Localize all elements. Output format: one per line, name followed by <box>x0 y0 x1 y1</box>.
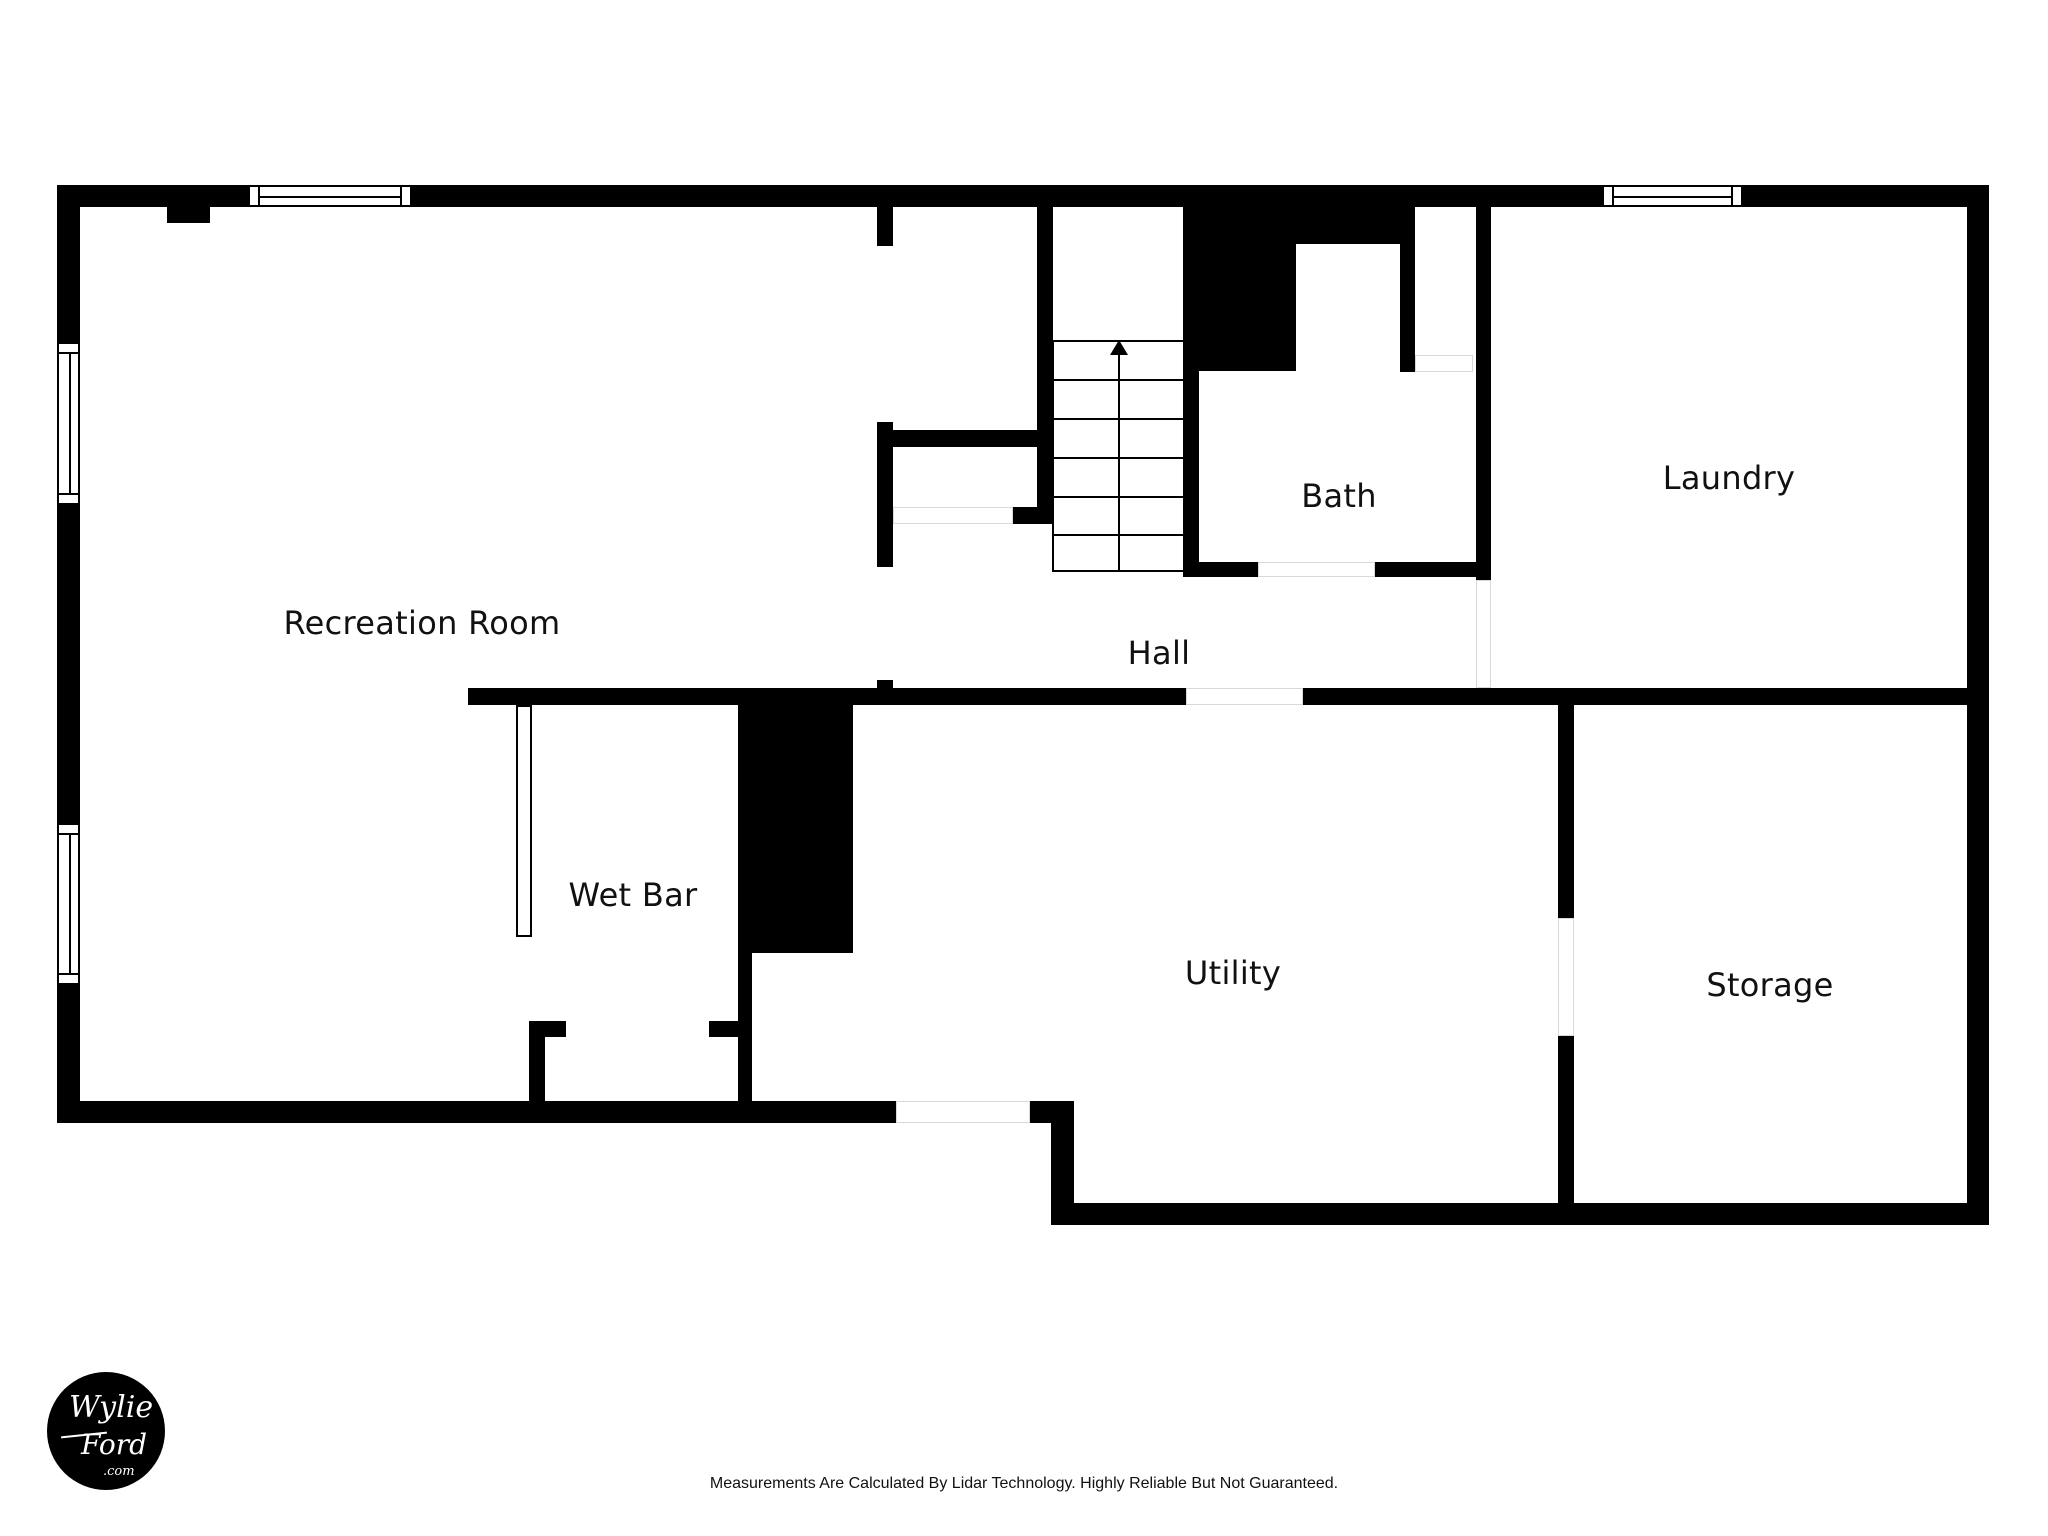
logo-line-3: .com <box>103 1464 135 1479</box>
stairs <box>1052 340 1183 572</box>
window-rec-left-upper <box>57 342 80 505</box>
wet-bar-right-stub <box>709 1021 739 1037</box>
closet-divider <box>893 430 1037 447</box>
bath-upper-block <box>1183 196 1415 244</box>
window-laundry-top <box>1602 185 1743 207</box>
room-label-laundry: Laundry <box>1662 459 1796 497</box>
wall-right <box>1967 185 1989 1225</box>
storage-door <box>1558 918 1574 1036</box>
room-label-bath: Bath <box>1301 477 1377 515</box>
stair-up-arrow-icon <box>1110 340 1128 355</box>
laundry-left-wall <box>1476 196 1491 580</box>
room-label-utility: Utility <box>1184 954 1282 992</box>
bath-bottom-wall-left <box>1183 562 1258 577</box>
wet-bar-left-stub <box>529 1021 566 1037</box>
bath-bottom-wall-right <box>1375 562 1491 577</box>
closet-door <box>893 507 1013 524</box>
room-label-storage: Storage <box>1706 966 1834 1004</box>
room-label-hall: Hall <box>1127 634 1191 672</box>
closet-wall-upper <box>877 196 893 246</box>
wet-bar-left-post <box>529 1021 545 1103</box>
wall-bottom-left <box>57 1101 896 1123</box>
hall-utility-opening <box>1186 688 1303 705</box>
wall-mid-horizontal-left <box>468 688 1186 705</box>
logo-line-2: Ford <box>81 1428 148 1461</box>
wall-bump <box>167 205 210 223</box>
stair-arrow-line <box>1118 352 1120 570</box>
window-rec-top <box>248 185 412 207</box>
room-label-recreation-room: Recreation Room <box>283 604 561 642</box>
storage-left-wall-lower <box>1558 1036 1574 1225</box>
wall-bottom-jog <box>1051 1101 1074 1225</box>
wall-top <box>57 185 1989 207</box>
disclaimer-text: Measurements Are Calculated By Lidar Tec… <box>709 1475 1339 1492</box>
wall-bottom-right <box>1051 1203 1989 1225</box>
window-rec-left-lower <box>57 823 80 985</box>
room-label-wet-bar: Wet Bar <box>568 876 698 914</box>
bath-inner-wall <box>1400 196 1415 372</box>
logo-line-1: Wylie <box>69 1390 154 1425</box>
laundry-door <box>1476 580 1491 688</box>
chimney-block <box>738 705 853 953</box>
bath-door <box>1258 562 1375 577</box>
bath-closet-door <box>1415 355 1473 372</box>
stair-left-wall <box>1037 196 1053 524</box>
storage-left-wall-upper <box>1558 688 1574 918</box>
wylie-ford-logo: Wylie Ford .com <box>47 1372 165 1490</box>
wall-mid-horizontal-right <box>1303 688 1989 705</box>
closet-wall-stub <box>877 680 893 690</box>
closet-wall-middle <box>877 422 893 567</box>
wet-bar-counter <box>516 705 532 937</box>
utility-bottom-opening <box>896 1101 1030 1123</box>
